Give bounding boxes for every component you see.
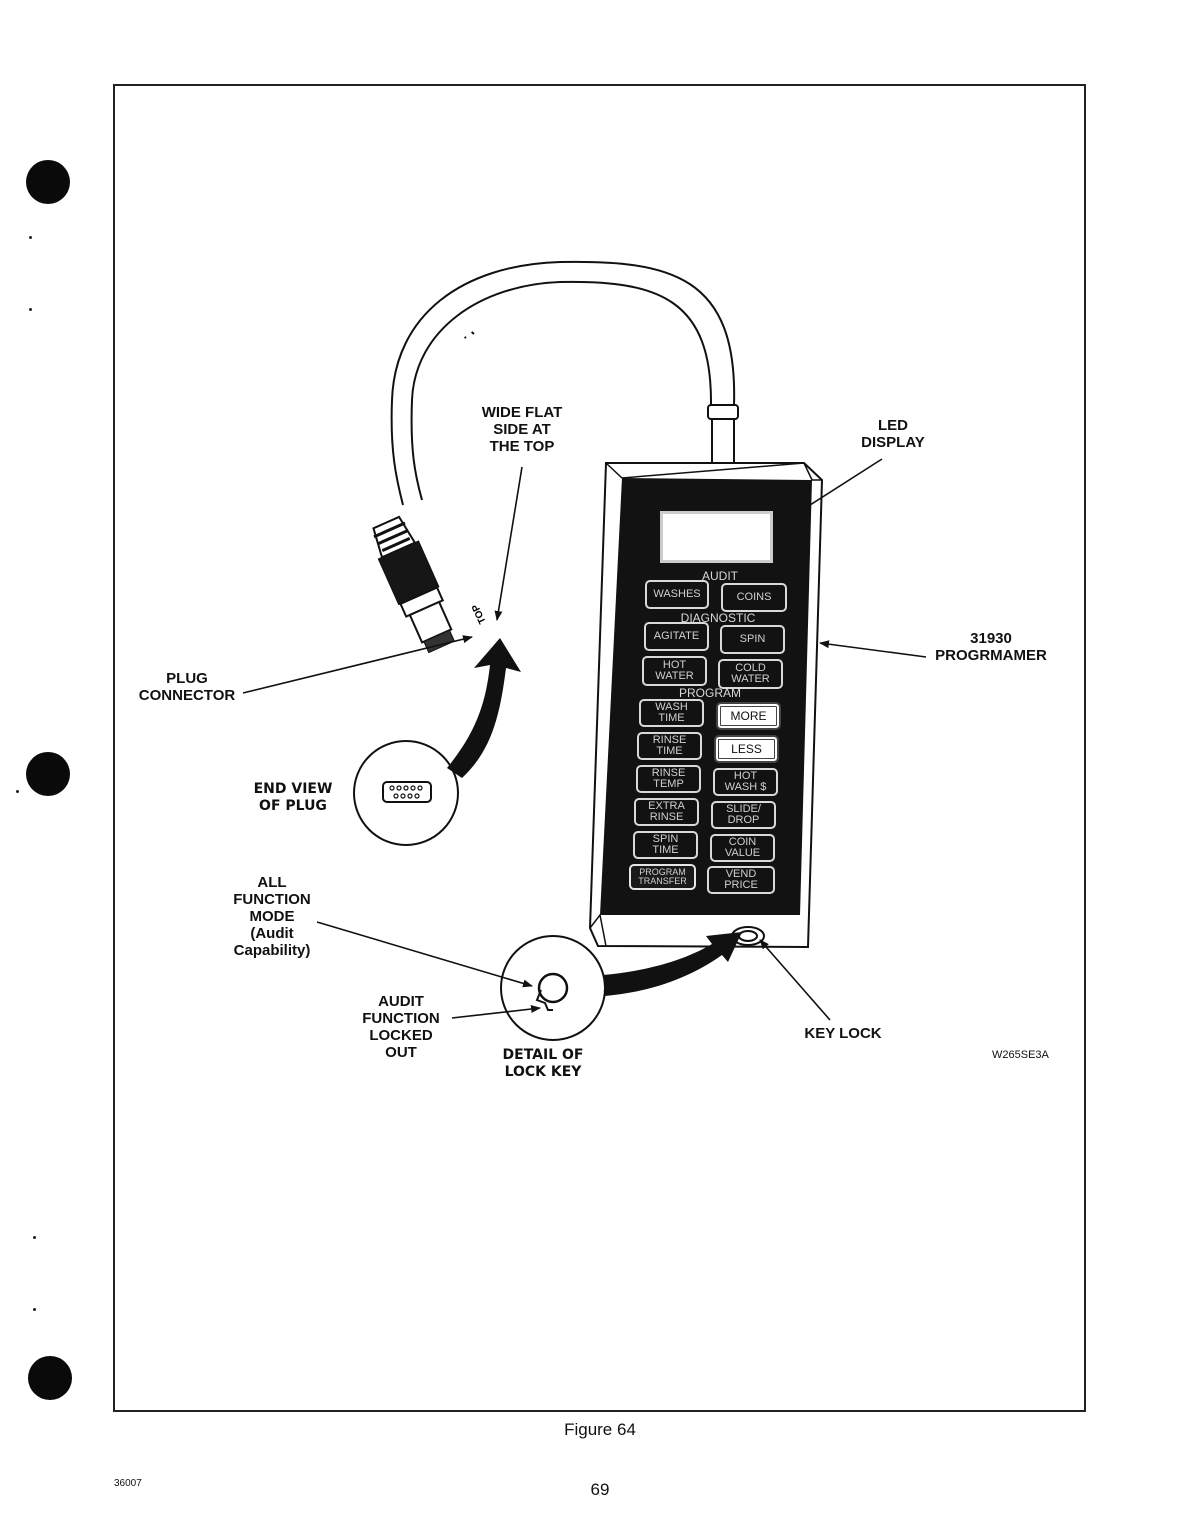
section-program-label: PROGRAM [678, 686, 741, 700]
key-slide-drop[interactable]: SLIDE/DROP [711, 801, 776, 829]
section-diagnostic-label: DIAGNOSTIC [680, 611, 756, 625]
section-audit-label: AUDIT [702, 569, 738, 583]
key-washes[interactable]: WASHES [645, 580, 709, 609]
end-view-arrow [447, 638, 521, 778]
key-coins[interactable]: COINS [721, 583, 787, 612]
plug-connector [372, 515, 456, 654]
cable-device-stub [711, 418, 735, 468]
speck [33, 1236, 36, 1239]
lock-detail-keyhole [537, 972, 569, 1004]
binder-hole-middle [26, 752, 70, 796]
plug-end-pins [389, 785, 423, 799]
label-key-lock: KEY LOCK [804, 1025, 882, 1042]
led-display-window [660, 511, 773, 563]
binder-hole-top [26, 160, 70, 204]
drawing-code: W265SE3A [992, 1049, 1049, 1061]
key-spin[interactable]: SPIN [720, 625, 785, 654]
key-more[interactable]: MORE [716, 702, 781, 730]
speck [29, 308, 32, 311]
lock-detail-arrow [603, 932, 742, 996]
leader-lines [242, 458, 927, 1021]
lock-detail-key-notch [535, 989, 553, 1011]
speck [16, 790, 19, 793]
key-agitate[interactable]: AGITATE [644, 622, 709, 651]
plug-end-face [382, 781, 432, 803]
plug-top-marking: TOP [470, 602, 489, 625]
cable-strain-relief [707, 404, 739, 420]
programmer-cable [390, 260, 736, 506]
figure-frame [113, 84, 1086, 1412]
page-number: 69 [590, 1480, 610, 1499]
figure-caption: Figure 64 [564, 1420, 636, 1439]
cable-break-gap [451, 315, 475, 339]
document-number: 36007 [114, 1478, 142, 1489]
speck [29, 236, 32, 239]
key-less[interactable]: LESS [714, 735, 779, 763]
binder-hole-bottom [28, 1356, 72, 1400]
speck [33, 1308, 36, 1311]
